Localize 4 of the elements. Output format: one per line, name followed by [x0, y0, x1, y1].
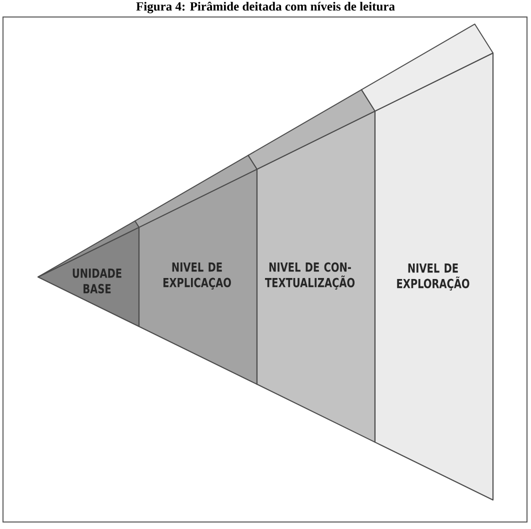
pyramid-section: NIVEL DE EXPLORAÇÃO	[374, 52, 494, 501]
pyramid-section: NIVEL DE CON- TEXTUALIZAÇÃO	[256, 110, 376, 443]
figure-title: Figura 4: Pirâmide deitada com níveis de leitura	[136, 2, 395, 14]
pyramid-section: NIVEL DE EXPLICAÇAO	[138, 168, 258, 385]
